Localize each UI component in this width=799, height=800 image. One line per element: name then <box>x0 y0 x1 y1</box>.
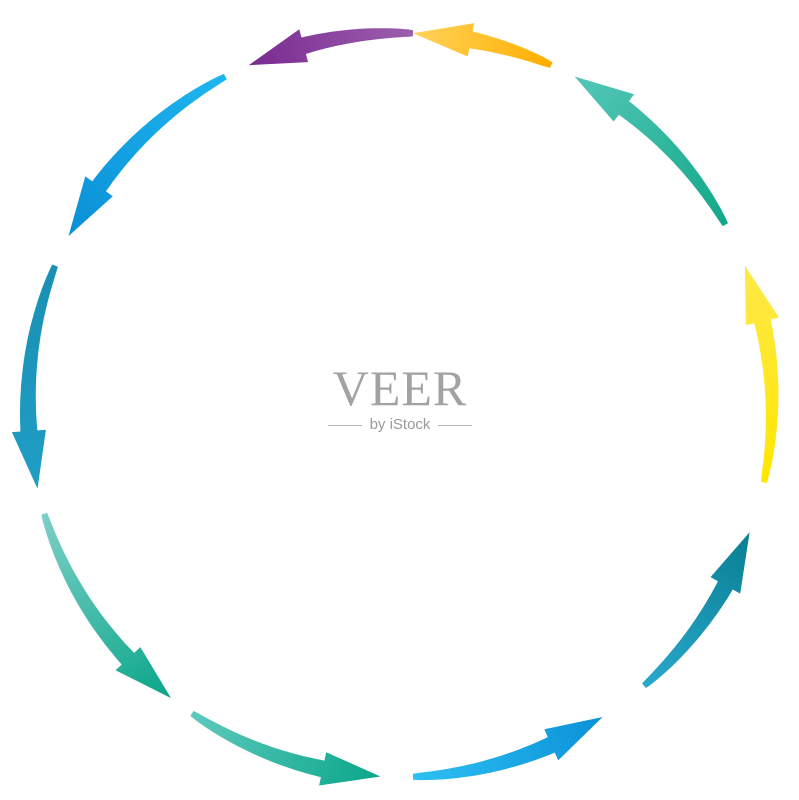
arrow-1 <box>248 28 414 66</box>
arrow-10 <box>413 23 553 68</box>
arrow-5 <box>190 710 381 786</box>
arrow-4 <box>41 512 172 699</box>
watermark: VEER by iStock <box>300 360 500 434</box>
watermark-subtitle: by iStock <box>326 416 475 434</box>
arrow-9 <box>574 76 728 227</box>
arrow-8 <box>744 265 779 483</box>
arrow-2 <box>68 73 227 237</box>
arrow-6 <box>412 717 603 781</box>
watermark-title: VEER <box>332 360 468 416</box>
arrow-3 <box>11 264 58 489</box>
arrow-7 <box>642 532 750 688</box>
arrows-ring <box>11 23 779 786</box>
